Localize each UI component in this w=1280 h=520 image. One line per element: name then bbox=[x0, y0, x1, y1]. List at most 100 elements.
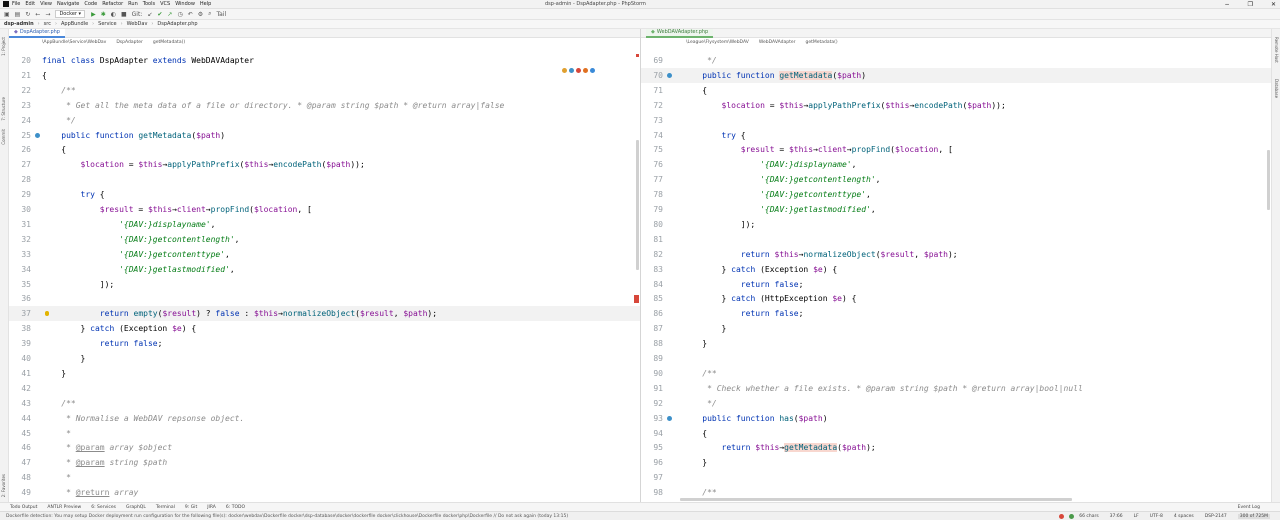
code-line[interactable]: 89 bbox=[641, 351, 1271, 366]
code-line[interactable]: 95 return $this→getMetadata($path); bbox=[641, 440, 1271, 455]
code-line[interactable]: 35 ]); bbox=[9, 277, 640, 292]
menu-item-view[interactable]: View bbox=[40, 1, 52, 7]
save-icon[interactable]: ▤ bbox=[14, 10, 21, 18]
tool-window-2[interactable]: 6: Services bbox=[91, 504, 116, 510]
code-line[interactable]: 72 $location = $this→applyPathPrefix($th… bbox=[641, 98, 1271, 113]
code-line[interactable]: 25 public function getMetadata($path) bbox=[9, 128, 640, 143]
breadcrumb-item[interactable]: dsp-admin bbox=[4, 21, 34, 27]
code-line[interactable]: 70 public function getMetadata($path) bbox=[641, 67, 1271, 83]
event-log-button[interactable]: Event Log bbox=[1237, 504, 1260, 510]
left-vertical-scrollbar[interactable] bbox=[636, 140, 639, 270]
menu-item-navigate[interactable]: Navigate bbox=[56, 1, 80, 7]
left-strip-1[interactable]: 7: Structure bbox=[1, 97, 6, 121]
code-line[interactable]: 84 return false; bbox=[641, 277, 1271, 292]
code-line[interactable]: 98 /** bbox=[641, 485, 1271, 499]
code-crumb[interactable]: getMetadata() bbox=[152, 39, 186, 45]
tab-dspadapter[interactable]: ◆DspAdapter.php bbox=[9, 28, 65, 38]
line-separator[interactable]: LF bbox=[1133, 513, 1139, 519]
code-line[interactable]: 82 return $this→normalizeObject($result,… bbox=[641, 247, 1271, 262]
code-line[interactable]: 38 } catch (Exception $e) { bbox=[9, 321, 640, 336]
search-icon[interactable]: ⌕ bbox=[208, 10, 212, 17]
code-line[interactable]: 31 '{DAV:}displayname', bbox=[9, 217, 640, 232]
split-divider[interactable] bbox=[640, 29, 641, 511]
run-icon[interactable]: ▶ bbox=[91, 10, 96, 18]
rollback-icon[interactable]: ↶ bbox=[187, 10, 193, 18]
status-message[interactable]: Dockerfile detection: You may setup Dock… bbox=[6, 513, 569, 519]
inspection-widget[interactable] bbox=[562, 68, 595, 73]
indent-setting[interactable]: 4 spaces bbox=[1173, 513, 1194, 519]
history-icon[interactable]: ◷ bbox=[177, 10, 183, 18]
menu-item-help[interactable]: Help bbox=[199, 1, 212, 7]
code-crumb[interactable]: getMetadata() bbox=[805, 39, 838, 45]
breadcrumb-item[interactable]: WebDav bbox=[126, 21, 148, 27]
code-line[interactable]: 71 { bbox=[641, 83, 1271, 98]
stop-icon[interactable]: ■ bbox=[120, 10, 127, 18]
cursor-position[interactable]: 37:66 bbox=[1109, 513, 1123, 519]
code-line[interactable]: 74 try { bbox=[641, 128, 1271, 143]
code-line[interactable]: 39 return false; bbox=[9, 336, 640, 351]
minimize-button[interactable]: − bbox=[1224, 0, 1230, 8]
code-line[interactable]: 40 } bbox=[9, 351, 640, 366]
code-line[interactable]: 96 } bbox=[641, 455, 1271, 470]
code-line[interactable]: 49 * @return array bbox=[9, 485, 640, 499]
tool-window-7[interactable]: 6: TODO bbox=[225, 504, 245, 510]
code-line[interactable]: 77 '{DAV:}getcontentlength', bbox=[641, 172, 1271, 187]
code-line[interactable]: 88 } bbox=[641, 336, 1271, 351]
menu-item-file[interactable]: File bbox=[12, 1, 21, 7]
code-line[interactable]: 36 bbox=[9, 291, 640, 306]
code-line[interactable]: 45 * bbox=[9, 426, 640, 441]
code-crumb[interactable]: DspAdapter bbox=[116, 39, 143, 45]
back-icon[interactable]: ← bbox=[35, 10, 41, 18]
tool-window-1[interactable]: ANTLR Preview bbox=[47, 504, 82, 510]
implements-gutter-icon[interactable] bbox=[35, 132, 40, 138]
menu-item-code[interactable]: Code bbox=[84, 1, 98, 7]
lightbulb-icon[interactable] bbox=[45, 311, 49, 317]
code-line[interactable]: 75 $result = $this→client→propFind($loca… bbox=[641, 142, 1271, 157]
code-line[interactable]: 80 ]); bbox=[641, 217, 1271, 232]
code-line[interactable]: 34 '{DAV:}getlastmodified', bbox=[9, 262, 640, 277]
menu-item-window[interactable]: Window bbox=[175, 1, 195, 7]
open-folder-icon[interactable]: ▣ bbox=[4, 10, 10, 18]
code-line[interactable]: 90 /** bbox=[641, 366, 1271, 381]
code-line[interactable]: 23 * Get all the meta data of a file or … bbox=[9, 98, 640, 113]
error-stripe-marker[interactable] bbox=[634, 295, 639, 303]
code-line[interactable]: 46 * @param array $object bbox=[9, 440, 640, 455]
sync-icon[interactable]: ↻ bbox=[25, 10, 31, 18]
maximize-button[interactable]: ❐ bbox=[1247, 0, 1253, 8]
breadcrumb-item[interactable]: Service bbox=[98, 21, 117, 27]
code-line[interactable]: 29 try { bbox=[9, 187, 640, 202]
forward-icon[interactable]: → bbox=[45, 10, 51, 18]
git-push-icon[interactable]: ↗ bbox=[167, 10, 173, 18]
right-strip-0[interactable]: Remote Host bbox=[1274, 37, 1279, 63]
code-line[interactable]: 81 bbox=[641, 232, 1271, 247]
code-line[interactable]: 69 */ bbox=[641, 53, 1271, 68]
right-horizontal-scrollbar[interactable] bbox=[680, 498, 1072, 501]
tool-window-5[interactable]: 9: Git bbox=[184, 504, 198, 510]
code-line[interactable]: 30 $result = $this→client→propFind($loca… bbox=[9, 202, 640, 217]
git-branch[interactable]: DSP-2147 bbox=[1204, 513, 1227, 519]
code-line[interactable]: 21{ bbox=[9, 68, 640, 83]
code-line[interactable]: 33 '{DAV:}getcontenttype', bbox=[9, 247, 640, 262]
coverage-icon[interactable]: ◐ bbox=[110, 10, 116, 18]
code-line[interactable]: 27 $location = $this→applyPathPrefix($th… bbox=[9, 157, 640, 172]
code-line[interactable]: 24 */ bbox=[9, 113, 640, 128]
close-button[interactable]: ✕ bbox=[1270, 0, 1276, 8]
breadcrumb-item[interactable]: DspAdapter.php bbox=[157, 21, 198, 27]
menu-item-run[interactable]: Run bbox=[128, 1, 138, 7]
code-line[interactable]: 37 return empty($result) ? false : $this… bbox=[9, 306, 640, 322]
code-line[interactable]: 79 '{DAV:}getlastmodified', bbox=[641, 202, 1271, 217]
code-line[interactable]: 44 * Normalise a WebDAV repsonse object. bbox=[9, 411, 640, 426]
menu-item-tools[interactable]: Tools bbox=[142, 1, 156, 7]
success-indicator-icon[interactable] bbox=[1069, 513, 1075, 519]
code-line[interactable]: 78 '{DAV:}getcontenttype', bbox=[641, 187, 1271, 202]
code-line[interactable]: 41 } bbox=[9, 366, 640, 381]
tool-window-6[interactable]: JIRA bbox=[207, 504, 216, 510]
tool-window-4[interactable]: Terminal bbox=[155, 504, 175, 510]
code-line[interactable]: 32 '{DAV:}getcontentlength', bbox=[9, 232, 640, 247]
debug-icon[interactable]: ✱ bbox=[100, 10, 106, 18]
code-crumb[interactable]: WebDAVAdapter bbox=[758, 39, 796, 45]
tail-label[interactable]: Tail bbox=[216, 10, 227, 18]
code-line[interactable]: 83 } catch (Exception $e) { bbox=[641, 262, 1271, 277]
